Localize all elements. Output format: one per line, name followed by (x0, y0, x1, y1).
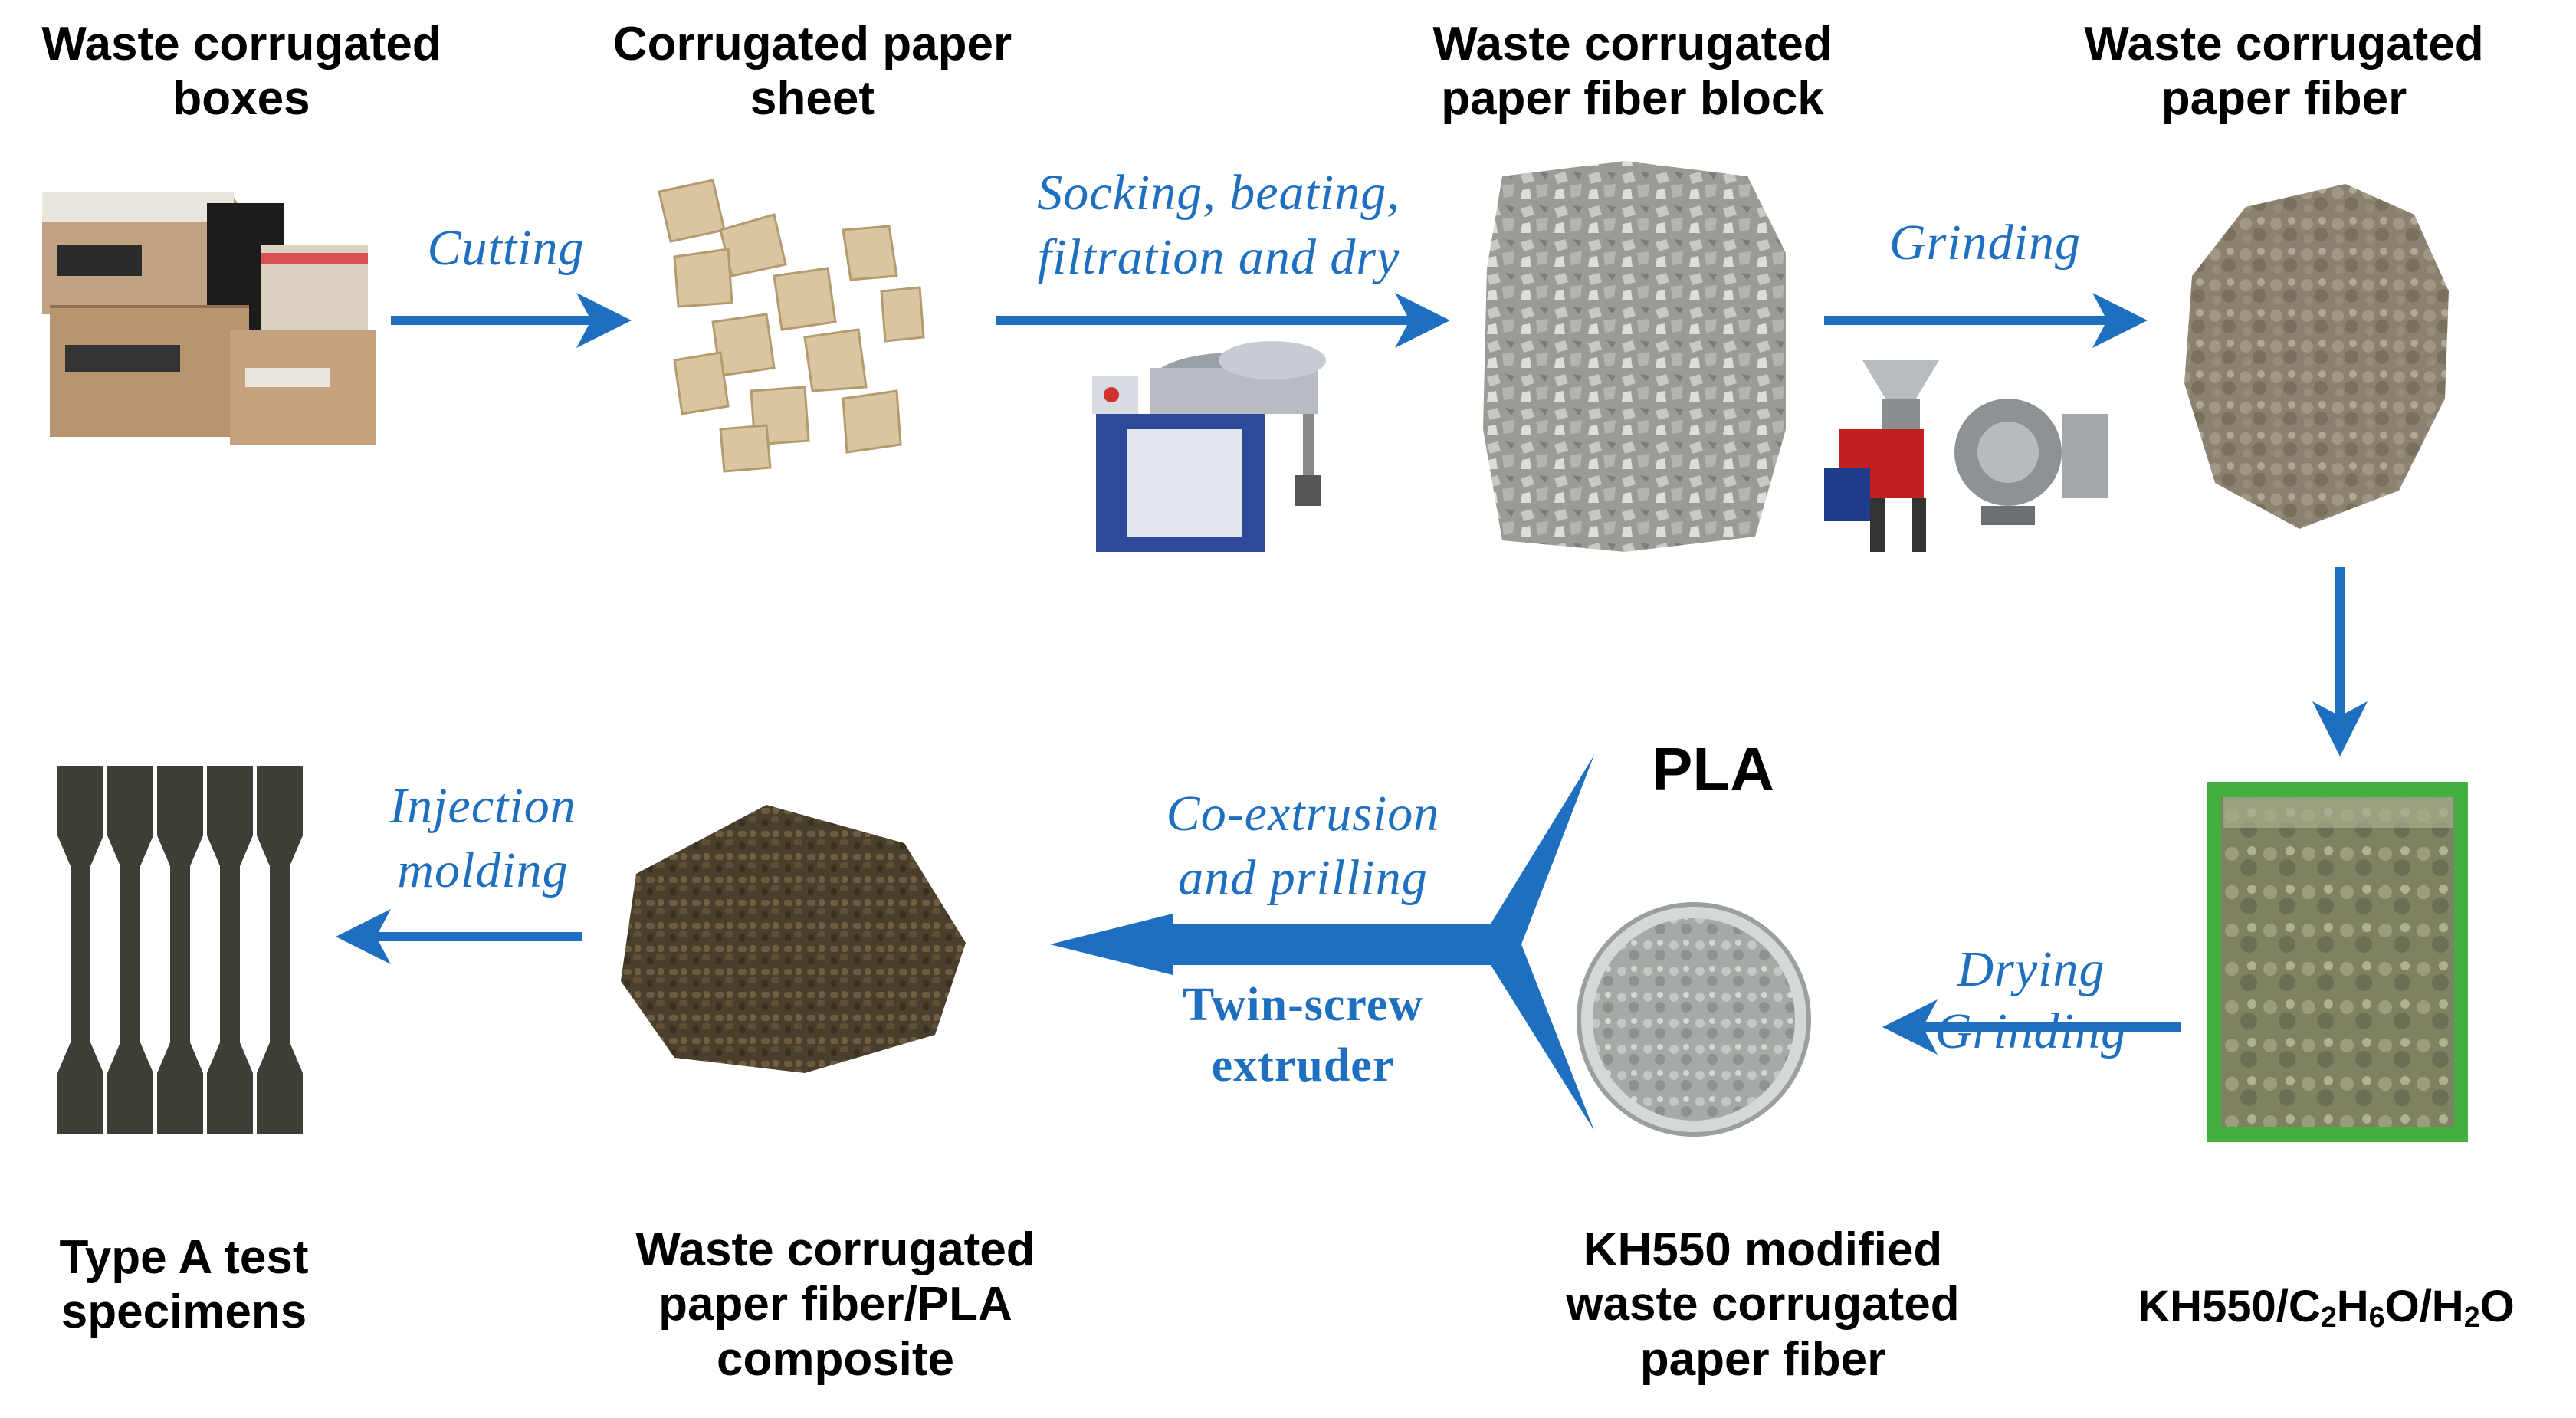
beater-machine-icon (1092, 341, 1326, 552)
pla-label: PLA (1652, 735, 1774, 803)
modified-fiber-dish-icon (1577, 902, 1811, 1137)
paper-sheets-icon (658, 179, 925, 473)
label-specimens: Type A test specimens (59, 1231, 309, 1339)
fiber-powder-icon (2184, 184, 2449, 529)
pellets-icon (621, 805, 966, 1073)
label-composite: Waste corrugated paper fiber/PLA composi… (635, 1223, 1035, 1386)
label-fiber: Waste corrugated paper fiber (2084, 18, 2484, 126)
test-specimens-icon (57, 766, 303, 1134)
step-drying-grinding: Drying Grinding (1934, 941, 2128, 1059)
arrows (336, 293, 2368, 1055)
step-extruder: Twin-screw extruder (1182, 979, 1424, 1092)
grinder-icon (1824, 360, 1939, 552)
step-grinding: Grinding (1889, 215, 2082, 271)
arrow-merge (1050, 755, 1594, 1131)
step-coextrusion: Co-extrusion and prilling (1166, 786, 1440, 907)
step-injection: Injection molding (389, 778, 576, 899)
label-fiber-block: Waste corrugated paper fiber block (1432, 18, 1833, 126)
step-socking: Socking, beating, filtration and dry (1037, 165, 1400, 286)
label-modified: KH550 modified waste corrugated paper fi… (1566, 1223, 1960, 1386)
label-boxes: Waste corrugated boxes (41, 18, 441, 126)
cardboard-boxes-icon (42, 192, 376, 445)
label-sheet: Corrugated paper sheet (612, 18, 1012, 126)
step-cutting: Cutting (427, 220, 585, 276)
solution-tray-icon (2207, 782, 2468, 1142)
fiber-block-icon (1483, 161, 1786, 552)
label-solution: KH550/C2H6O/H2O (2138, 1282, 2515, 1333)
mill-icon (1954, 399, 2108, 525)
